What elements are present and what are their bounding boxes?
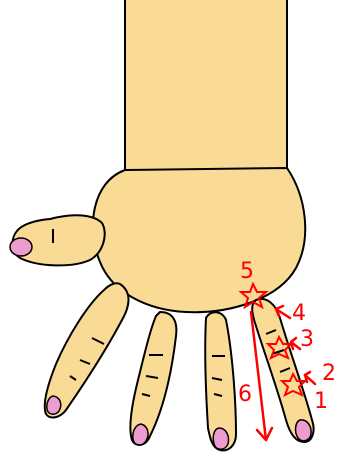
pinky-nail [47, 396, 61, 414]
forearm [125, 0, 287, 174]
ring-nail [133, 424, 148, 445]
ring-finger [130, 312, 176, 445]
thumb-nail [10, 238, 32, 256]
marker-label-2: 2 [322, 361, 336, 386]
middle-finger [205, 312, 236, 450]
pinky-finger [45, 283, 129, 417]
marker-label-4: 4 [292, 301, 306, 326]
marker-label-6: 6 [238, 382, 252, 407]
thumb [10, 215, 105, 265]
index-nail [296, 420, 312, 441]
marker-label-1: 1 [314, 389, 328, 414]
marker-label-3: 3 [300, 327, 314, 352]
marker-label-5: 5 [240, 259, 254, 284]
middle-nail [213, 428, 228, 449]
